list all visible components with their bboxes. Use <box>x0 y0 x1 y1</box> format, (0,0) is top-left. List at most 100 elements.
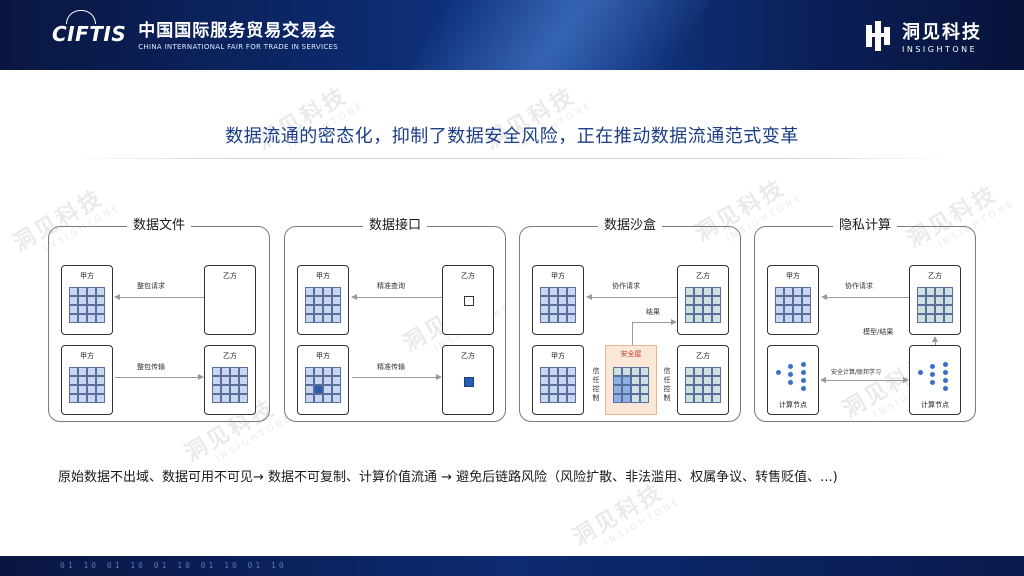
grid-cell <box>793 287 802 296</box>
party-a-label: 甲方 <box>786 272 800 280</box>
grid-cell <box>78 305 87 314</box>
grid-cell <box>944 314 953 323</box>
grid-cell <box>549 376 558 385</box>
grid-cell <box>926 314 935 323</box>
fair-name-en: CHINA INTERNATIONAL FAIR FOR TRADE IN SE… <box>138 43 339 51</box>
grid-cell <box>685 296 694 305</box>
party-b-box: 乙方 <box>677 345 729 415</box>
arrow-left-icon <box>820 377 826 383</box>
data-grid <box>69 287 105 323</box>
grid-cell <box>685 376 694 385</box>
party-a-label: 甲方 <box>80 272 94 280</box>
grid-cell <box>622 367 631 376</box>
grid-cell <box>305 296 314 305</box>
grid-cell <box>685 394 694 403</box>
grid-cell <box>332 394 341 403</box>
grid-cell <box>935 296 944 305</box>
grid-cell <box>685 367 694 376</box>
party-b-label: 乙方 <box>928 272 942 280</box>
grid-cell <box>96 394 105 403</box>
grid-cell <box>694 376 703 385</box>
party-b-label: 乙方 <box>223 352 237 360</box>
grid-cell <box>712 394 721 403</box>
request-arrow-label: 整包请求 <box>137 282 165 290</box>
grid-cell <box>69 376 78 385</box>
grid-cell <box>323 376 332 385</box>
grid-cell <box>332 305 341 314</box>
grid-cell <box>567 287 576 296</box>
safe-room: 安全屋 <box>605 345 657 415</box>
grid-cell <box>712 367 721 376</box>
collab-arrow <box>826 297 909 298</box>
party-a-label: 甲方 <box>80 352 94 360</box>
grid-cell <box>230 385 239 394</box>
panel-title-data-api: 数据接口 <box>362 216 428 236</box>
ciftis-logo: CIFTIS 中国国际服务贸易交易会 CHINA INTERNATIONAL F… <box>52 9 338 51</box>
grid-cell <box>69 296 78 305</box>
grid-cell <box>323 314 332 323</box>
grid-cell <box>239 394 248 403</box>
grid-cell <box>703 394 712 403</box>
grid-cell <box>944 305 953 314</box>
fair-name-cn: 中国国际服务贸易交易会 <box>138 21 337 41</box>
insightone-text: 洞见科技 INSIGHTONE <box>902 18 982 54</box>
grid-cell <box>775 287 784 296</box>
fair-name: 中国国际服务贸易交易会 CHINA INTERNATIONAL FAIR FOR… <box>138 16 338 51</box>
grid-cell <box>305 314 314 323</box>
compute-node-label: 计算节点 <box>779 401 807 409</box>
grid-cell <box>712 296 721 305</box>
arrow-up-icon <box>932 336 938 342</box>
grid-cell <box>230 394 239 403</box>
grid-cell <box>323 305 332 314</box>
safe-room-label: 安全屋 <box>620 350 642 358</box>
grid-cell <box>305 287 314 296</box>
transfer-arrow-label: 整包传输 <box>137 363 165 371</box>
data-grid <box>69 367 105 403</box>
grid-cell <box>314 287 323 296</box>
grid-cell <box>323 394 332 403</box>
grid-cell <box>87 376 96 385</box>
party-a-label: 甲方 <box>551 352 565 360</box>
party-a-box: 甲方 <box>61 345 113 415</box>
grid-cell <box>332 287 341 296</box>
collab-arrow <box>591 297 677 298</box>
arrow-right-icon <box>436 374 442 380</box>
grid-cell <box>87 287 96 296</box>
grid-cell <box>239 367 248 376</box>
grid-cell <box>935 314 944 323</box>
grid-cell <box>323 287 332 296</box>
ciftis-logo-text: CIFTIS <box>52 21 127 46</box>
trust-control-right: 信任控制 <box>663 367 671 402</box>
grid-cell <box>784 305 793 314</box>
grid-cell <box>685 287 694 296</box>
transferred-cell-icon <box>464 377 474 387</box>
grid-cell <box>775 314 784 323</box>
ciftis-globe-icon <box>66 9 96 24</box>
party-a-box: 甲方 <box>297 265 349 335</box>
grid-cell <box>87 367 96 376</box>
grid-cell <box>640 367 649 376</box>
grid-cell <box>712 305 721 314</box>
party-b-label: 乙方 <box>223 272 237 280</box>
data-grid <box>540 287 576 323</box>
panel-title-data-file: 数据文件 <box>126 216 192 236</box>
grid-cell <box>540 376 549 385</box>
arrow-right-icon <box>198 374 204 380</box>
secure-compute-arrow <box>825 380 904 381</box>
collab-arrow-label: 协作请求 <box>612 282 640 290</box>
grid-cell <box>221 367 230 376</box>
grid-cell <box>332 367 341 376</box>
grid-cell <box>549 287 558 296</box>
grid-cell <box>87 385 96 394</box>
grid-cell <box>703 287 712 296</box>
grid-cell <box>314 385 323 394</box>
data-grid <box>685 287 721 323</box>
grid-cell <box>221 385 230 394</box>
grid-cell <box>69 367 78 376</box>
grid-cell <box>558 385 567 394</box>
party-b-box: 乙方 <box>442 345 494 415</box>
grid-cell <box>926 305 935 314</box>
grid-cell <box>694 296 703 305</box>
party-a-label: 甲方 <box>551 272 565 280</box>
grid-cell <box>712 385 721 394</box>
